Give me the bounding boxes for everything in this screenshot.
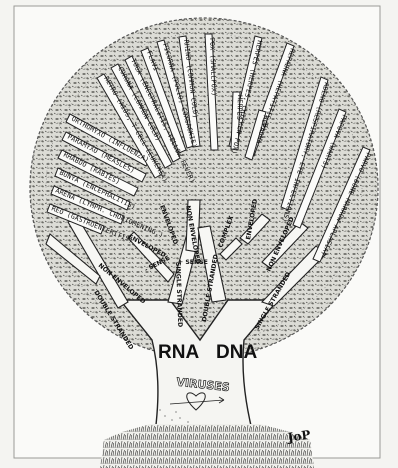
rna-label: RNA (158, 342, 199, 363)
dna-label: DNA (216, 342, 257, 363)
label-herpes: HERPES (235, 95, 244, 120)
grass (100, 424, 314, 468)
rna-plus-sense: + SENSE (178, 259, 208, 266)
